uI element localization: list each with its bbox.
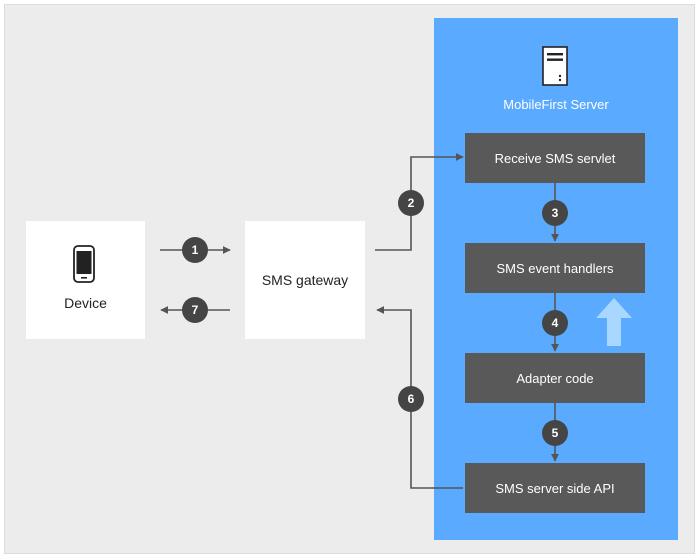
receive-sms-servlet-box: Receive SMS servlet [465, 133, 645, 183]
step-badge-1: 1 [182, 237, 208, 263]
device-label: Device [64, 295, 107, 311]
adapter-code-box: Adapter code [465, 353, 645, 403]
sms-server-side-api-box: SMS server side API [465, 463, 645, 513]
step-badge-2: 2 [398, 190, 424, 216]
smartphone-icon [73, 245, 95, 283]
device-box: Device [26, 221, 145, 339]
sms-gateway-box: SMS gateway [245, 221, 365, 339]
server-title: MobileFirst Server [503, 97, 609, 112]
adapter-code-label: Adapter code [516, 370, 594, 386]
sms-event-handlers-label: SMS event handlers [496, 260, 614, 276]
receive-sms-servlet-label: Receive SMS servlet [494, 150, 616, 166]
step-badge-3: 3 [542, 200, 568, 226]
step-badge-6: 6 [398, 386, 424, 412]
sms-gateway-label: SMS gateway [261, 272, 349, 288]
step-badge-4: 4 [542, 310, 568, 336]
sms-event-handlers-box: SMS event handlers [465, 243, 645, 293]
step-badge-7: 7 [182, 297, 208, 323]
step-badge-5: 5 [542, 420, 568, 446]
server-icon [542, 46, 568, 86]
sms-server-side-api-label: SMS server side API [495, 480, 615, 496]
